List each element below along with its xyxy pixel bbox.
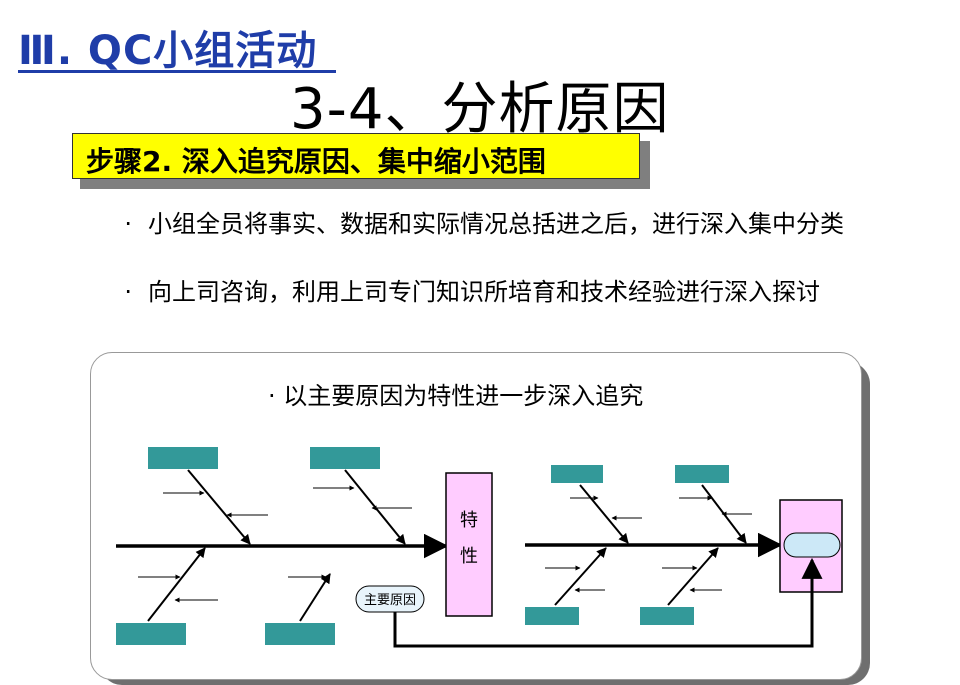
characteristic-label-1: 特	[460, 510, 478, 531]
bullet-text: 向上司咨询，利用上司专门知识所培育和技术经验进行深入探讨	[148, 278, 820, 306]
right-cause-box-bottom-2	[640, 607, 694, 625]
right-bone-bottom-1	[554, 547, 607, 606]
main-cause-connector	[393, 557, 823, 648]
diagram-caption: · 以主要原因为特性进一步深入追究	[268, 382, 644, 410]
left-cause-box-top-1	[148, 447, 218, 469]
effect-inner-oval	[783, 532, 841, 558]
left-bone-bottom-1	[147, 547, 206, 622]
left-cause-box-bottom-1	[116, 623, 186, 645]
bullet-point-2: · 向上司咨询，利用上司专门知识所培育和技术经验进行深入探讨	[92, 276, 872, 309]
bullet-marker: ·	[124, 278, 132, 306]
right-cause-box-top-1	[551, 465, 603, 483]
bullet-marker: ·	[124, 210, 132, 238]
right-cause-box-top-2	[675, 465, 729, 483]
main-cause-oval	[355, 585, 425, 613]
left-bone-top-2	[344, 469, 406, 545]
bullet-point-1: · 小组全员将事实、数据和实际情况总括进之后，进行深入集中分类	[92, 208, 872, 241]
characteristic-label-2: 性	[460, 546, 478, 567]
characteristic-box	[445, 472, 493, 617]
left-cause-box-bottom-2	[265, 623, 335, 645]
right-bone-bottom-2	[667, 547, 719, 606]
page-title: 3-4、分析原因	[290, 77, 670, 142]
step-box	[72, 133, 640, 179]
left-bone-bottom-2	[299, 573, 331, 622]
step-label: 步骤2. 深入追究原因、集中缩小范围	[86, 145, 546, 178]
main-cause-label: 主要原因	[364, 593, 416, 608]
right-bone-top-1	[579, 484, 629, 544]
section-title-underline	[18, 70, 336, 73]
left-bone-top-1	[187, 469, 251, 545]
bullet-text: 小组全员将事实、数据和实际情况总括进之后，进行深入集中分类	[148, 210, 844, 238]
section-title: Ⅲ. QC小组活动	[18, 28, 318, 74]
right-cause-box-bottom-1	[525, 607, 579, 625]
left-cause-box-top-2	[310, 447, 380, 469]
